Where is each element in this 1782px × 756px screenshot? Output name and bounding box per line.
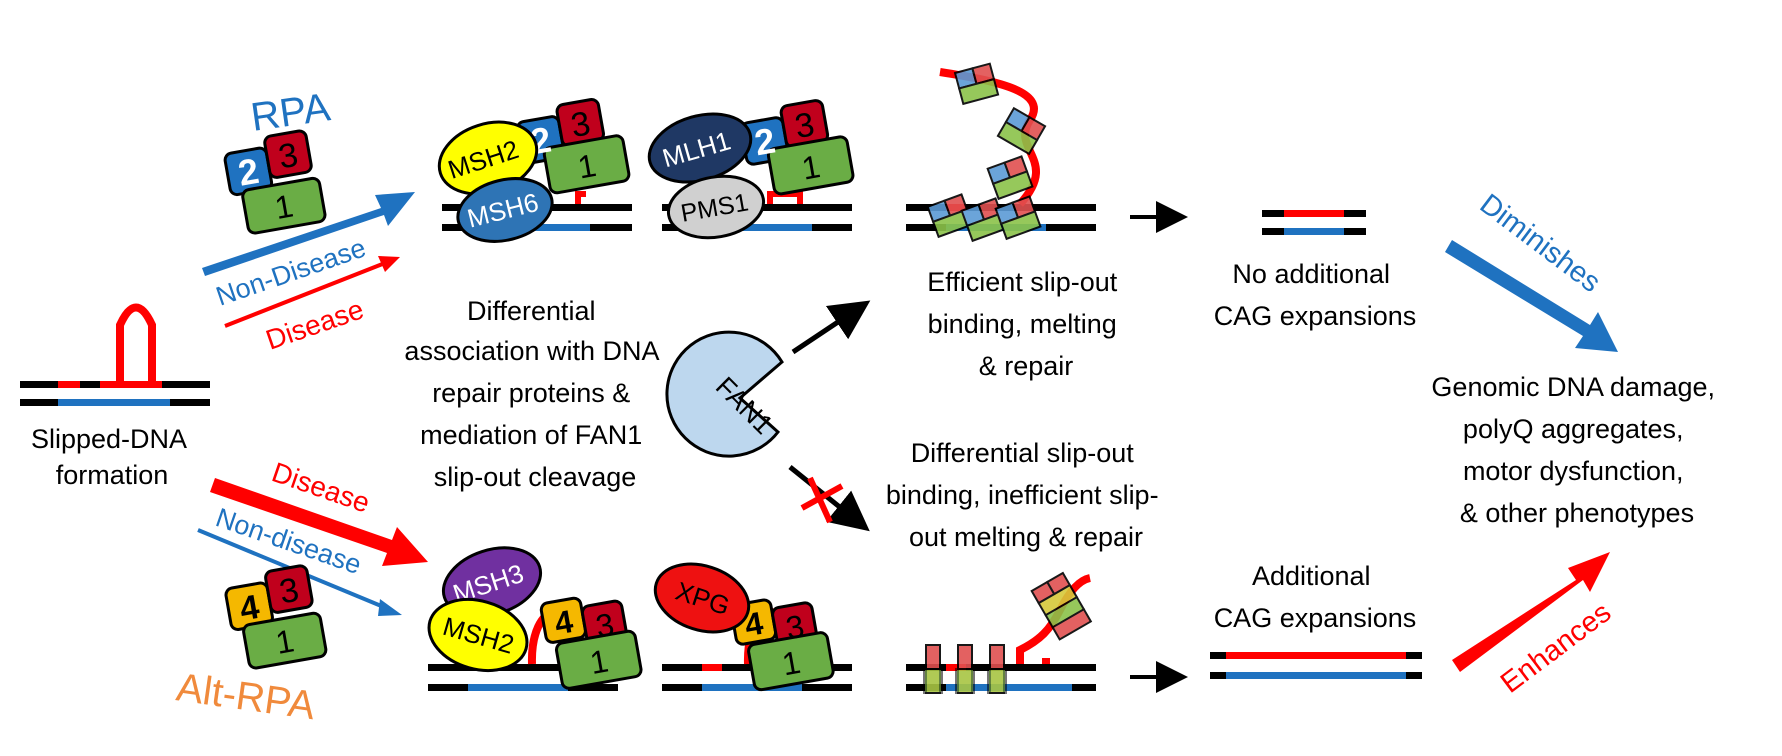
enhances-label: Enhances — [1495, 596, 1617, 699]
inhibited-cross-icon — [800, 476, 844, 524]
pms1-protein — [666, 174, 766, 240]
non-disease-top-arrow — [202, 192, 415, 276]
diminishes-label: Diminishes — [1474, 188, 1607, 299]
disease-top-arrow — [224, 256, 400, 328]
rpa-coated-slipout — [926, 62, 1047, 243]
xpg-complex: 4 3 1 XPG — [653, 562, 852, 692]
differential-association-text: Differential association with DNA repair… — [404, 296, 665, 492]
rpa-subunit-3 — [263, 129, 313, 179]
phenotypes-text: Genomic DNA damage, polyQ aggregates, mo… — [1431, 372, 1722, 528]
enhances-arrow — [1452, 552, 1610, 672]
additional-expansions-text: Additional CAG expansions — [1214, 561, 1417, 633]
svg-text:1: 1 — [587, 642, 611, 681]
svg-text:3: 3 — [783, 608, 807, 647]
fan1-efficient-arrow — [791, 300, 871, 355]
svg-text:1: 1 — [273, 622, 297, 661]
svg-text:1: 1 — [779, 644, 803, 683]
no-expansion-dna — [1262, 210, 1366, 235]
msh2-msh3-complex: 4 3 1 MSH3 MSH2 — [427, 546, 643, 691]
rpa-complex: 2 3 1 — [223, 129, 327, 235]
diminishes-arrow — [1445, 240, 1618, 352]
disease-top-label: Disease — [262, 293, 368, 355]
msh6-protein — [456, 177, 554, 243]
efficient-slipout-text: Efficient slip-out binding, melting & re… — [927, 267, 1125, 381]
rpa-subunit-1 — [241, 176, 327, 235]
rpa-label: RPA — [248, 85, 333, 140]
differential-slipout-text: Differential slip-out binding, inefficie… — [886, 438, 1166, 552]
disease-bottom-arrow — [210, 478, 428, 566]
slipped-dna-duplex — [20, 303, 210, 406]
svg-text:3: 3 — [593, 606, 617, 645]
slipped-dna-label: Slipped-DNA formation — [31, 424, 193, 490]
alt-rpa-complex: 4 3 1 — [224, 564, 328, 670]
mlh1-pms1-complex: 2 3 1 MLH1 PMS1 — [647, 99, 855, 240]
expanded-dna — [1210, 652, 1422, 679]
alt-rpa-label: Alt-RPA — [174, 665, 318, 728]
svg-text:1: 1 — [799, 148, 823, 187]
svg-text:1: 1 — [272, 187, 296, 226]
msh2-msh6-complex: 2 3 1 MSH2 MSH6 — [437, 98, 632, 243]
svg-text:4: 4 — [552, 603, 576, 642]
efficient-slipout-dna — [906, 62, 1096, 243]
fan1-nuclease: FAN1 — [665, 330, 784, 458]
msh2-bottom-protein — [427, 598, 529, 672]
inefficient-slipout-dna — [906, 571, 1096, 694]
xpg-protein — [653, 562, 751, 634]
no-additional-expansions-text: No additional CAG expansions — [1214, 259, 1417, 331]
svg-text:1: 1 — [575, 147, 599, 186]
